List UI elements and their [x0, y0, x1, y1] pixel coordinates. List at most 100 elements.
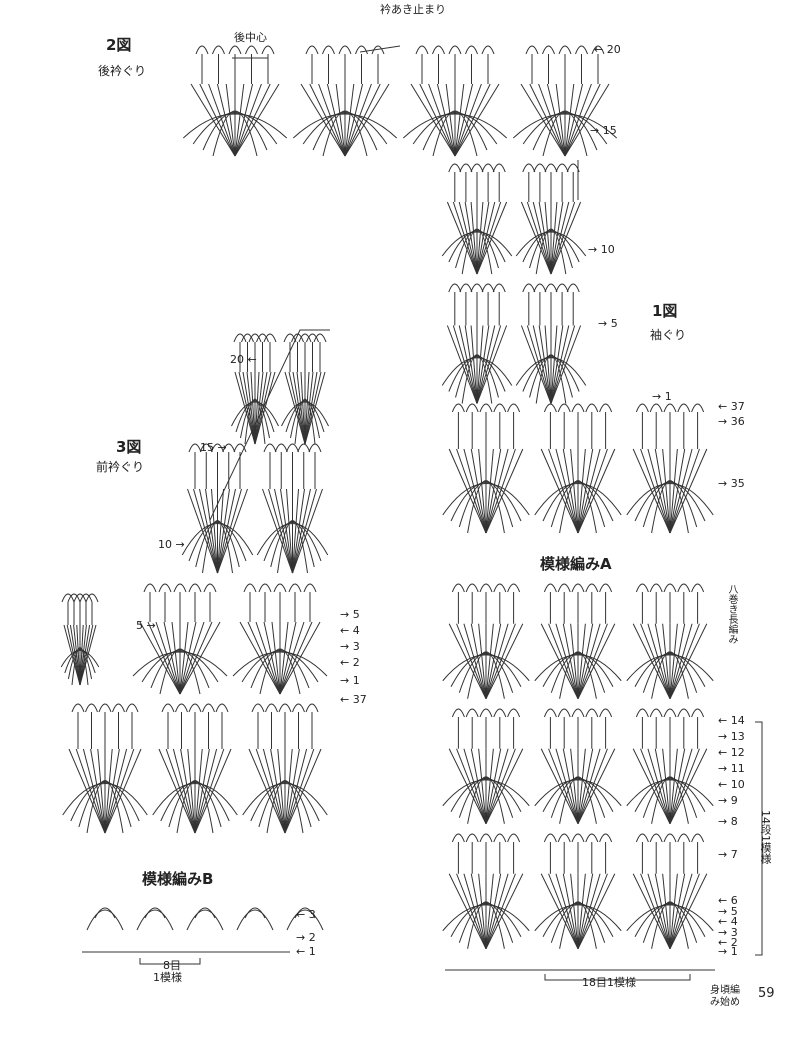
chart-stroke — [654, 748, 671, 824]
chart-stroke — [464, 325, 478, 404]
chart-stroke — [236, 909, 274, 931]
chart-stroke — [104, 748, 120, 834]
chart-stroke — [172, 748, 196, 834]
pineapple-motif — [512, 45, 618, 157]
patternB-row-2: → 2 — [296, 931, 316, 944]
chart-stroke — [485, 623, 516, 699]
chart-stroke — [294, 398, 316, 445]
chart-stroke — [669, 623, 708, 699]
chart-stroke — [262, 488, 293, 574]
chart-stroke — [292, 371, 306, 445]
chart-stroke — [432, 110, 478, 157]
chart-stroke — [566, 283, 580, 293]
fig3-row-5-left: 5 → — [136, 619, 156, 632]
chart-stroke — [634, 653, 706, 687]
pineapple-motif — [232, 583, 328, 695]
chart-stroke — [478, 623, 487, 699]
chart-stroke — [181, 523, 254, 556]
chart-stroke — [182, 113, 288, 139]
chart-stroke — [669, 448, 700, 534]
chart-stroke — [322, 110, 368, 157]
chart-stroke — [442, 779, 530, 807]
chart-stroke — [465, 403, 479, 413]
chart-stroke — [485, 623, 502, 699]
chart-stroke — [544, 163, 558, 173]
chart-stroke — [677, 403, 691, 413]
fig3-row-1: → 1 — [340, 674, 360, 687]
chart-stroke — [485, 748, 516, 824]
chart-stroke — [98, 703, 112, 713]
chart-stroke — [250, 782, 320, 822]
chart-stroke — [291, 333, 304, 343]
chart-stroke — [485, 748, 524, 824]
chart-stroke — [470, 748, 487, 824]
pineapple-motif — [442, 403, 530, 534]
chart-stroke — [557, 583, 571, 593]
chart-stroke — [292, 703, 305, 713]
chart-stroke — [570, 748, 579, 824]
chart-stroke — [485, 748, 502, 824]
chart-stroke — [546, 83, 566, 157]
chart-stroke — [193, 488, 218, 574]
chart-stroke — [71, 647, 89, 686]
chart-stroke — [478, 748, 487, 824]
chart-stroke — [188, 703, 202, 713]
chart-stroke — [338, 45, 352, 55]
chart-stroke — [284, 748, 300, 834]
chart-stroke — [485, 873, 494, 949]
chart-stroke — [515, 357, 587, 386]
chart-stroke — [147, 621, 181, 695]
chart-stroke — [651, 480, 689, 534]
chart-stroke — [441, 357, 513, 386]
chart-stroke — [292, 488, 317, 574]
chart-stroke — [651, 651, 689, 699]
chart-stroke — [217, 488, 248, 574]
chart-stroke — [104, 748, 128, 834]
chart-stroke — [649, 708, 663, 718]
chart-stroke — [458, 777, 514, 818]
chart-stroke — [558, 45, 572, 55]
chart-stroke — [454, 83, 500, 157]
chart-stroke — [540, 873, 579, 949]
chart-stroke — [562, 623, 579, 699]
chart-stroke — [485, 448, 516, 534]
chart-stroke — [485, 448, 509, 534]
chart-stroke — [647, 873, 671, 949]
chart-stroke — [344, 83, 355, 157]
chart-stroke — [534, 779, 622, 807]
pineapple-motif — [441, 163, 513, 275]
chart-stroke — [669, 748, 693, 824]
chart-stroke — [233, 333, 247, 343]
chart-stroke — [234, 83, 262, 157]
chart-stroke — [564, 83, 592, 157]
chart-stroke — [165, 748, 196, 834]
chart-stroke — [258, 781, 312, 828]
fig3-title: 3図 — [116, 438, 142, 456]
chart-stroke — [577, 748, 616, 824]
chart-stroke — [555, 163, 569, 173]
chart-stroke — [195, 521, 240, 568]
chart-stroke — [296, 371, 306, 445]
chart-stroke — [493, 583, 507, 593]
chart-stroke — [292, 488, 311, 574]
chart-stroke — [632, 873, 671, 949]
chart-stroke — [194, 907, 216, 919]
chart-stroke — [246, 371, 256, 445]
chart-stroke — [288, 371, 306, 445]
chart-stroke — [485, 873, 524, 949]
chart-stroke — [691, 708, 705, 718]
chart-stroke — [202, 520, 233, 574]
chart-stroke — [485, 448, 524, 534]
chart-stroke — [306, 333, 319, 343]
chart-stroke — [481, 163, 495, 173]
chart-stroke — [577, 448, 594, 534]
chart-stroke — [550, 201, 558, 275]
chart-stroke — [159, 648, 201, 695]
chart-stroke — [571, 833, 585, 843]
chart-stroke — [190, 83, 236, 157]
chart-stroke — [309, 83, 346, 157]
fig3-subtitle: 前衿ぐり — [96, 460, 145, 474]
chart-stroke — [139, 621, 181, 695]
chart-stroke — [507, 708, 521, 718]
chart-stroke — [538, 325, 552, 404]
